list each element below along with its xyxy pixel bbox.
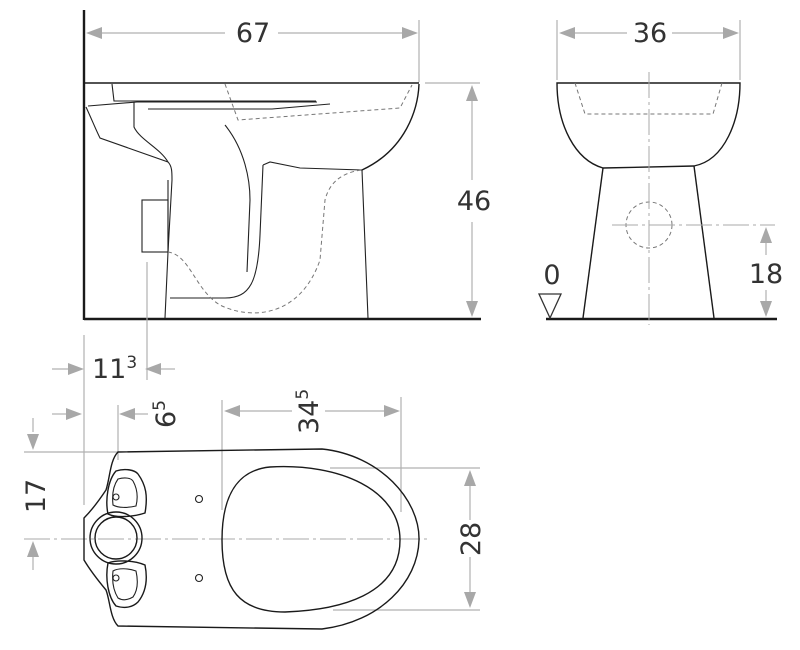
- seat-hole: [194, 573, 204, 583]
- inlet-box: [141, 199, 169, 253]
- floor-level-marker-icon: [537, 293, 563, 320]
- floor-level-label: 0: [543, 260, 560, 291]
- front-width-label: 36: [633, 18, 667, 49]
- fixing-lug-bottom: [106, 560, 147, 609]
- half-width-label: 17: [21, 479, 52, 513]
- plan-outline: [83, 448, 420, 630]
- outlet-height-label: 18: [749, 259, 783, 290]
- side-height-label: 46: [457, 186, 491, 217]
- width-label: 28: [456, 522, 487, 556]
- screw-hole: [112, 574, 120, 582]
- seat-hole: [194, 494, 204, 504]
- outlet-ring-outer: [89, 511, 143, 565]
- front-view: 36 18 0: [537, 18, 783, 325]
- offset-a-label: 113: [92, 353, 137, 385]
- bowl-length-label: 345: [293, 389, 325, 434]
- fixing-lug-top: [106, 468, 147, 518]
- outlet-ring-inner: [94, 516, 138, 560]
- side-view: 67 46: [82, 10, 491, 380]
- offset-b-label: 65: [150, 400, 182, 428]
- side-width-label: 67: [236, 18, 270, 49]
- bowl-opening: [221, 465, 401, 613]
- screw-hole: [112, 493, 120, 501]
- plan-view: 113 65 345 17 28: [21, 335, 487, 630]
